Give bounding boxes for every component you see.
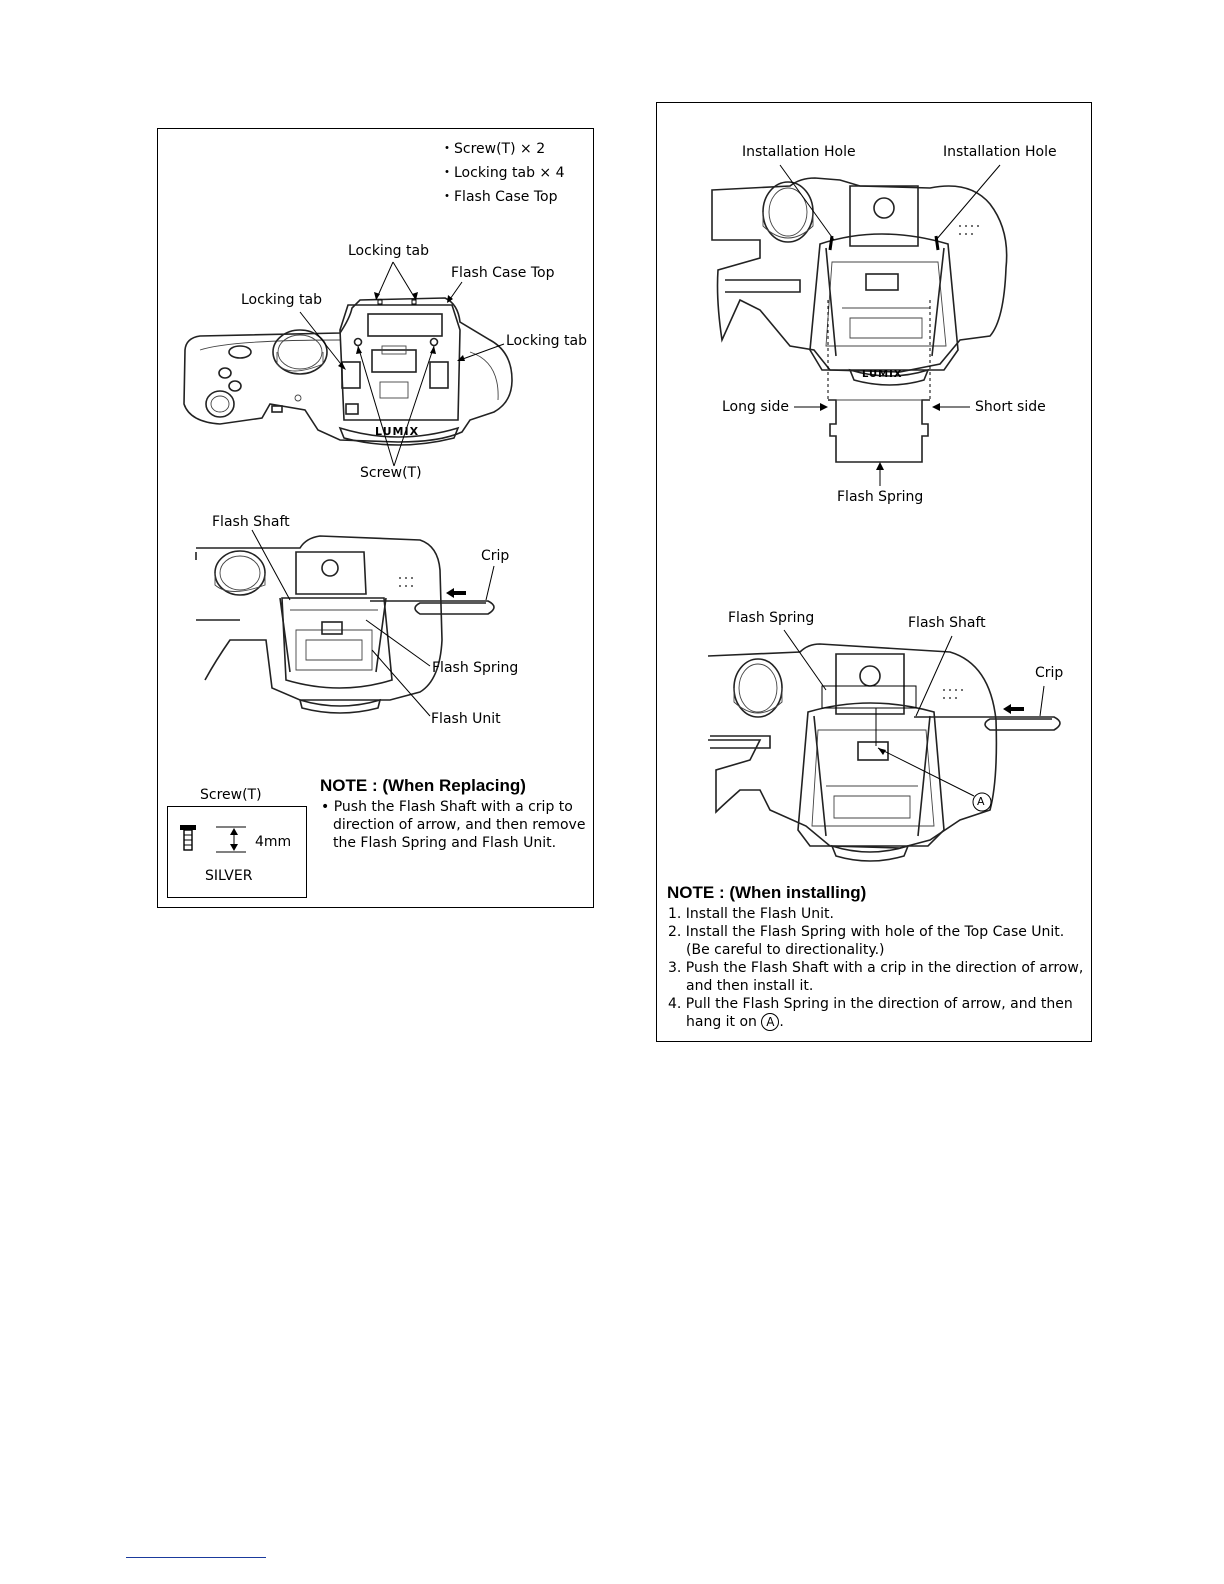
- installing-note-title: NOTE : (When installing): [667, 883, 867, 902]
- installing-note-line: hang it on: [686, 1014, 757, 1030]
- installation-hole-label-left: Installation Hole: [742, 144, 856, 160]
- replacing-note-line: • Push the Flash Shaft with a crip to: [321, 799, 573, 815]
- screw-color: SILVER: [205, 868, 253, 884]
- locking-tab-label-left: Locking tab: [241, 292, 322, 308]
- locking-tab-label-top: Locking tab: [348, 243, 429, 259]
- crip-label: Crip: [1035, 665, 1064, 681]
- installing-note-line: 4. Pull the Flash Spring in the directio…: [668, 996, 1073, 1012]
- marker-a-inline-letter: A: [766, 1015, 775, 1029]
- replacing-note-title: NOTE : (When Replacing): [320, 776, 526, 795]
- flash-unit-label: Flash Unit: [431, 711, 501, 727]
- lumix-logo: LUMIX: [375, 425, 420, 438]
- installation-hole-label-right: Installation Hole: [943, 144, 1057, 160]
- flash-shaft-label: Flash Shaft: [908, 615, 986, 631]
- installation-panel: [656, 102, 1092, 1042]
- note-end-period: .: [779, 1014, 784, 1030]
- replacing-note-line: direction of arrow, and then remove: [333, 817, 586, 833]
- flash-spring-label: Flash Spring: [837, 489, 924, 505]
- flash-case-top-label: Flash Case Top: [451, 265, 555, 281]
- parts-list-item: ・Screw(T) × 2: [440, 141, 546, 157]
- marker-a-inline: A: [761, 1013, 780, 1031]
- installing-note-line: and then install it.: [686, 978, 814, 994]
- footer-rule: [126, 1557, 266, 1558]
- short-side-label: Short side: [975, 399, 1046, 415]
- removal-panel: [157, 128, 594, 908]
- replacing-note-line: the Flash Spring and Flash Unit.: [333, 835, 557, 851]
- lumix-logo: LUMIX: [862, 369, 903, 380]
- long-side-label: Long side: [722, 399, 790, 415]
- screw-length: 4mm: [255, 834, 292, 850]
- parts-list-item: ・Locking tab × 4: [440, 165, 565, 181]
- installing-note-line-last: hang it on A.: [686, 1013, 784, 1031]
- crip-label: Crip: [481, 548, 510, 564]
- marker-a: A: [977, 795, 985, 808]
- parts-list-item: ・Flash Case Top: [440, 189, 558, 205]
- screw-box-title: Screw(T): [200, 787, 262, 803]
- flash-spring-label: Flash Spring: [432, 660, 519, 676]
- flash-spring-label: Flash Spring: [728, 610, 815, 626]
- installing-note-line: 3. Push the Flash Shaft with a crip in t…: [668, 960, 1084, 976]
- installing-note-line: (Be careful to directionality.): [686, 942, 885, 958]
- flash-shaft-label: Flash Shaft: [212, 514, 290, 530]
- installing-note-line: 1. Install the Flash Unit.: [668, 906, 834, 922]
- locking-tab-label-right: Locking tab: [506, 333, 587, 349]
- installing-note-line: 2. Install the Flash Spring with hole of…: [668, 924, 1065, 940]
- screw-t-label: Screw(T): [360, 465, 422, 481]
